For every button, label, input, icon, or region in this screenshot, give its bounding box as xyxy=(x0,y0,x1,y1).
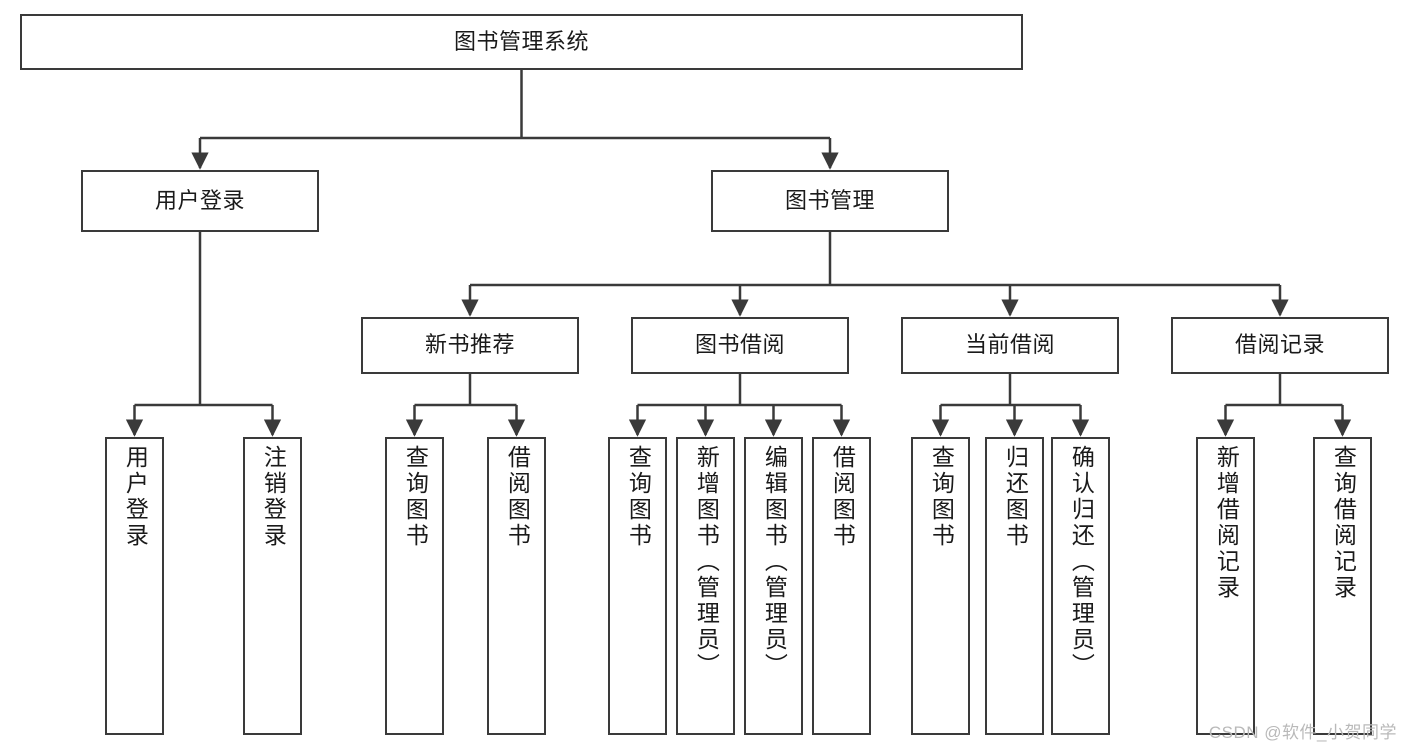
node-label: 用户登录 xyxy=(154,187,245,213)
node-label: 确认归还（管理员） xyxy=(1068,445,1095,679)
node-borrow[interactable]: 图书借阅 xyxy=(631,317,849,374)
node-label: 注销登录 xyxy=(260,445,287,549)
node-leaf-current-return[interactable]: 归还图书 xyxy=(985,437,1044,735)
node-label: 用户登录 xyxy=(122,445,149,549)
node-leaf-new-query[interactable]: 查询图书 xyxy=(385,437,444,735)
node-leaf-user-login[interactable]: 用户登录 xyxy=(105,437,164,735)
node-leaf-borrow-edit[interactable]: 编辑图书（管理员） xyxy=(744,437,803,735)
node-current[interactable]: 当前借阅 xyxy=(901,317,1119,374)
node-label: 当前借阅 xyxy=(964,332,1055,358)
node-label: 编辑图书（管理员） xyxy=(761,445,788,679)
watermark: CSDN @软件_小贺同学 xyxy=(1208,723,1397,742)
node-label: 图书管理 xyxy=(784,187,875,213)
node-leaf-current-confirm[interactable]: 确认归还（管理员） xyxy=(1051,437,1110,735)
node-leaf-record-query[interactable]: 查询借阅记录 xyxy=(1313,437,1372,735)
node-label: 查询借阅记录 xyxy=(1330,445,1357,601)
node-label: 新书推荐 xyxy=(424,332,515,358)
node-leaf-borrow-lend[interactable]: 借阅图书 xyxy=(812,437,871,735)
node-label: 借阅记录 xyxy=(1234,332,1325,358)
node-login[interactable]: 用户登录 xyxy=(81,170,319,232)
node-label: 查询图书 xyxy=(402,445,429,549)
node-leaf-current-query[interactable]: 查询图书 xyxy=(911,437,970,735)
node-label: 图书借阅 xyxy=(694,332,785,358)
node-leaf-borrow-add[interactable]: 新增图书（管理员） xyxy=(676,437,735,735)
node-label: 归还图书 xyxy=(1002,445,1029,549)
node-label: 借阅图书 xyxy=(829,445,856,549)
node-leaf-new-borrow[interactable]: 借阅图书 xyxy=(487,437,546,735)
node-leaf-record-add[interactable]: 新增借阅记录 xyxy=(1196,437,1255,735)
node-leaf-user-logout[interactable]: 注销登录 xyxy=(243,437,302,735)
node-label: 图书管理系统 xyxy=(453,28,589,54)
node-label: 查询图书 xyxy=(928,445,955,549)
node-root[interactable]: 图书管理系统 xyxy=(20,14,1023,70)
node-label: 借阅图书 xyxy=(504,445,531,549)
node-bookmgmt[interactable]: 图书管理 xyxy=(711,170,949,232)
node-records[interactable]: 借阅记录 xyxy=(1171,317,1389,374)
node-label: 新增图书（管理员） xyxy=(693,445,720,679)
node-label: 新增借阅记录 xyxy=(1213,445,1240,601)
node-label: 查询图书 xyxy=(625,445,652,549)
node-newbook[interactable]: 新书推荐 xyxy=(361,317,579,374)
node-leaf-borrow-query[interactable]: 查询图书 xyxy=(608,437,667,735)
